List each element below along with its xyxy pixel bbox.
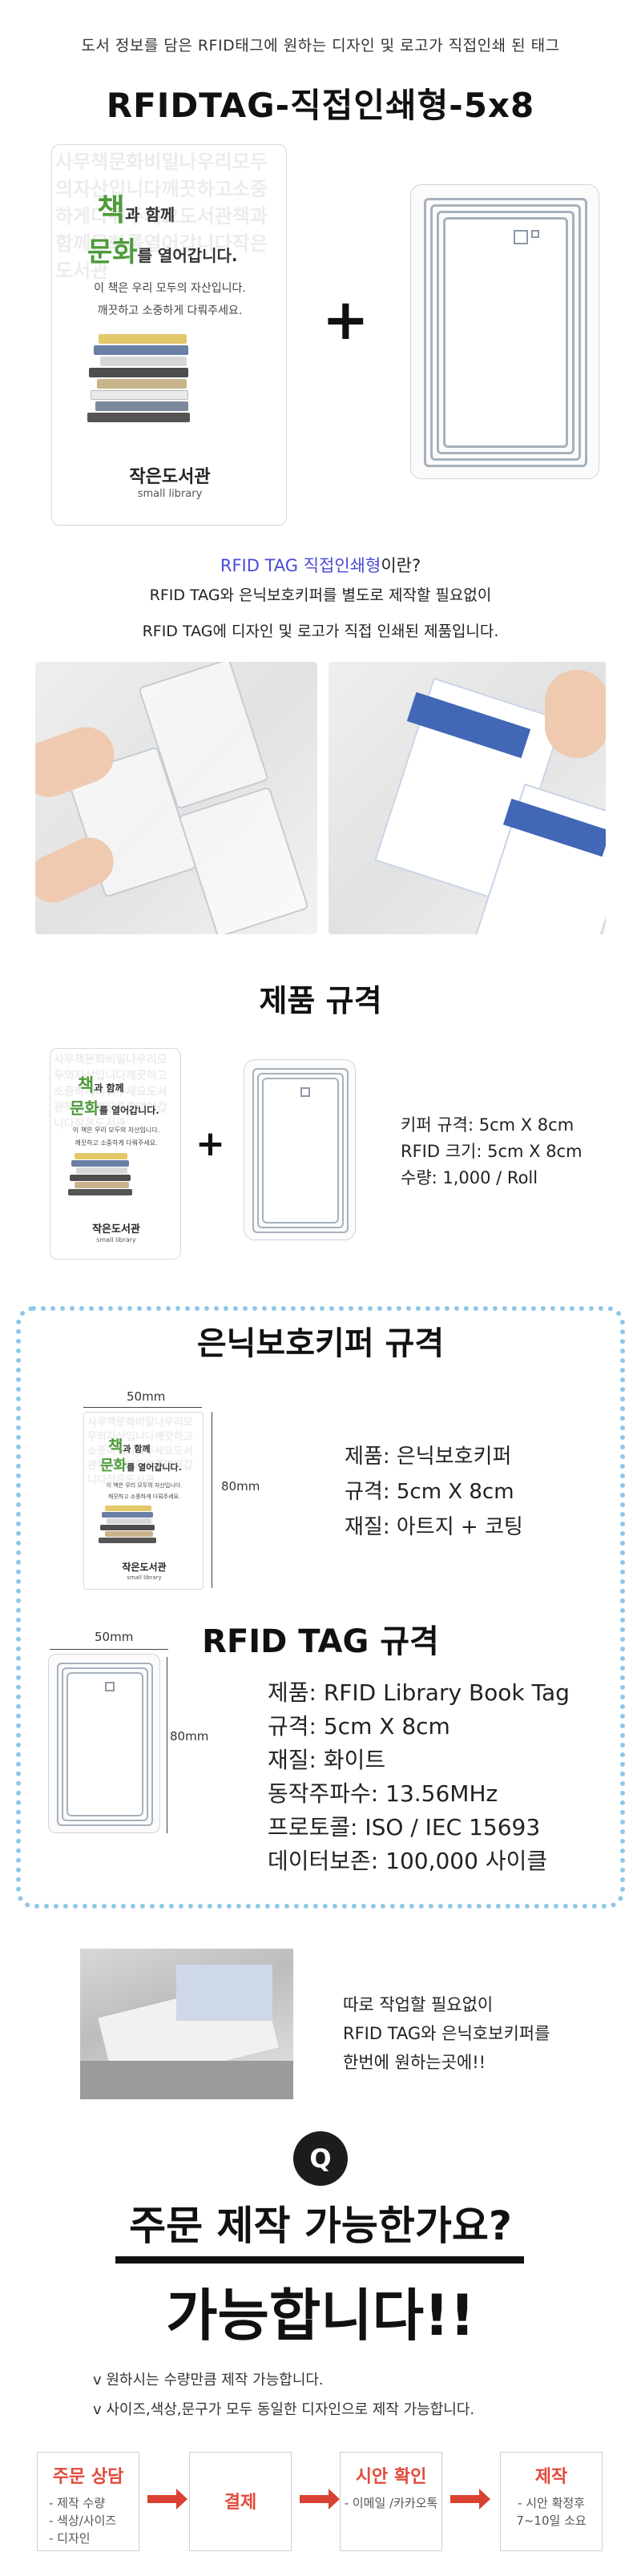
machine-note-line: 따로 작업할 필요없이 [343,1995,494,2014]
intro-line3: RFID TAG에 디자인 및 로고가 직접 인쇄된 제품입니다. [142,623,499,640]
plus-symbol: + [322,287,369,353]
machine-note-line: RFID TAG와 은닉호보키퍼를 [343,2024,550,2043]
process-step-desc: - 이메일 /카카오톡 [344,2496,438,2510]
rfid-tag-image [410,184,599,479]
keeper-background-text: 사무책문화비밀나우리모두의자산입니다깨끗하고소중하게다뤄주세요도서관책과함께문화… [55,151,268,282]
keeper-msg1: 이 책은 우리 모두의 자산입니다. [94,282,246,295]
process-step-desc: - 시안 확정후 [518,2496,585,2510]
keeper-spec-line: 제품: 은닉보호키퍼 [345,1445,512,1469]
tag-roll-photo [35,662,317,934]
process-step-desc: - 디자인 [49,2531,91,2546]
tag-width-label: 50mm [95,1630,134,1644]
tag-spec-line: 프로토콜: ISO / IEC 15693 [268,1814,541,1840]
tag-height-label: 80mm [170,1729,209,1744]
product-spec-line: 수량: 1,000 / Roll [401,1168,538,1187]
faq-note: v 사이즈,색상,문구가 모두 동일한 디자인으로 제작 가능합니다. [93,2401,475,2418]
tag-spec-line: 동작주파수: 13.56MHz [268,1780,498,1807]
intro-highlight: RFID TAG 직접인쇄형 [220,556,381,575]
keeper-spec-line: 규격: 5cm X 8cm [345,1480,514,1504]
keeper-spec-title: 은닉보호키퍼 규격 [196,1325,445,1362]
product-spec-title: 제품 규격 [259,983,382,1018]
intro-suffix: 이란? [381,556,421,575]
process-step-production: 제작 - 시안 확정후 7~10일 소요 [500,2452,603,2551]
header-caption: 도서 정보를 담은 RFID태그에 원하는 디자인 및 로고가 직접인쇄 된 태… [81,37,560,54]
keeper-line1: 책과 함께 [97,185,175,229]
tag-spec-title: RFID TAG 규격 [202,1623,439,1660]
process-arrow-icon [300,2489,340,2509]
faq-note: v 원하시는 수량만큼 제작 가능합니다. [93,2372,324,2389]
product-spec-lines: 키퍼 규격: 5cm X 8cm RFID 크기: 5cm X 8cm 수량: … [401,1112,583,1191]
tag-spec-lines: 제품: RFID Library Book Tag 규격: 5cm X 8cm … [268,1676,570,1878]
faq-question: 주문 제작 가능한가요? [129,2203,512,2249]
process-step-title: 결제 [224,2493,257,2513]
process-step-desc: - 제작 수량 [49,2496,106,2510]
tag-spec-line: 제품: RFID Library Book Tag [268,1679,570,1706]
keeper-library-name: 작은도서관 [129,467,211,487]
printed-tag-photo [329,662,606,934]
keeper-msg2: 깨끗하고 소중하게 다뤄주세요. [97,304,243,317]
process-step-title: 시안 확인 [355,2467,427,2487]
intro-headline: RFID TAG 직접인쇄형이란? [0,553,641,577]
keeper-width-label: 50mm [127,1389,166,1404]
process-arrow-icon [450,2489,490,2509]
process-step-title: 제작 [534,2467,568,2487]
process-step-desc: 7~10일 소요 [516,2514,587,2528]
keeper-spec-image: 사무책문화비밀나우리모두의자산입니다깨끗하고소중하게다뤄주세요도서관책과함께문화… [83,1412,204,1590]
process-step-consult: 주문 상담 - 제작 수량 - 색상/사이즈 - 디자인 [37,2452,139,2551]
keeper-line2-big: 문화 [87,236,138,268]
product-spec-line: 키퍼 규격: 5cm X 8cm [401,1115,574,1135]
process-step-title: 주문 상담 [52,2467,124,2487]
keeper-spec-lines: 제품: 은닉보호키퍼 규격: 5cm X 8cm 재질: 아트지 + 코팅 [345,1439,523,1545]
spec-keeper-image: 사무책문화비밀나우리모두의자산입니다깨끗하고소중하게다뤄주세요도서관책과함께문화… [50,1048,181,1260]
machine-note: 따로 작업할 필요없이 RFID TAG와 은닉호보키퍼를 한번에 원하는곳에!… [343,1990,550,2077]
machine-note-line: 한번에 원하는곳에!! [343,2053,486,2072]
spec-details-box [16,1306,625,1909]
spec-tag-image [244,1059,356,1240]
process-arrow-icon [147,2489,187,2509]
keeper-line1-big: 책 [97,192,125,228]
keeper-height-label: 80mm [221,1479,260,1494]
keeper-card-image: 사무책문화비밀나우리모두의자산입니다깨끗하고소중하게다뤄주세요도서관책과함께문화… [51,144,287,526]
keeper-line2-rest: 를 열어갑니다. [137,246,238,265]
process-step-draft: 시안 확인 - 이메일 /카카오톡 [340,2452,442,2551]
machine-photo [80,1949,293,2099]
faq-answer: 가능합니다!! [166,2283,475,2348]
keeper-line2: 문화를 열어갑니다. [87,230,238,269]
q-badge: Q [293,2131,348,2186]
keeper-line1-rest: 과 함께 [124,205,175,224]
spec-plus-symbol: + [196,1123,225,1164]
process-step-desc: - 색상/사이즈 [49,2514,117,2528]
books-illustration [83,334,203,446]
keeper-spec-line: 재질: 아트지 + 코팅 [345,1515,523,1539]
faq-divider [115,2256,524,2264]
tag-spec-line: 규격: 5cm X 8cm [268,1713,450,1740]
intro-line2: RFID TAG와 은닉보호키퍼를 별도로 제작할 필요없이 [149,587,492,604]
tag-spec-image [48,1654,160,1833]
product-spec-line: RFID 크기: 5cm X 8cm [401,1142,583,1161]
page-title: RFIDTAG-직접인쇄형-5x8 [106,86,535,125]
tag-spec-line: 재질: 화이트 [268,1747,386,1773]
keeper-library-sub: small library [137,488,203,500]
process-step-payment: 결제 [189,2452,292,2551]
tag-spec-line: 데이터보존: 100,000 사이클 [268,1848,548,1874]
